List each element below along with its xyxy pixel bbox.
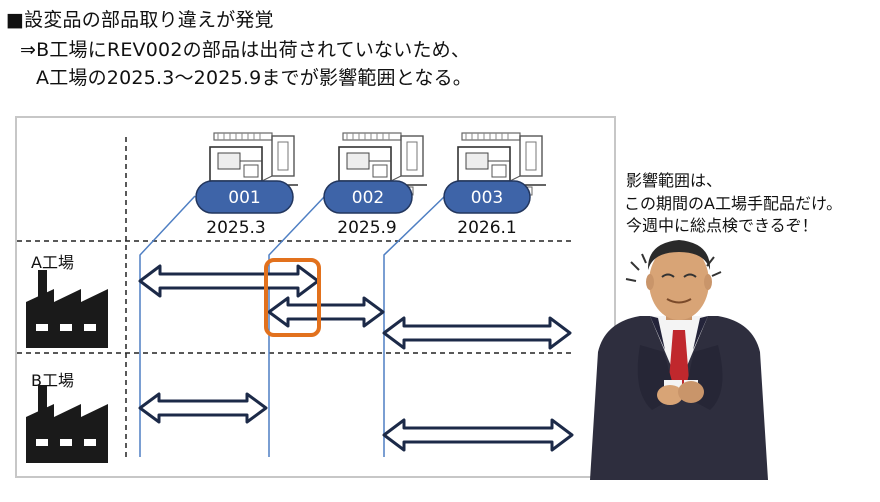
header-line-1: ■設変品の部品取り違えが発覚 (6, 9, 274, 31)
revision-date-001: 2025.3 (206, 218, 265, 238)
revision-label-002: 002 (352, 188, 384, 208)
speech-line-3: 今週中に総点検できるぞ！ (626, 216, 818, 235)
revision-date-002: 2025.9 (337, 218, 396, 238)
businessman-illustration (590, 240, 768, 480)
factory-a-label: A工場 (31, 253, 74, 272)
factory-b-label: B工場 (31, 371, 74, 390)
timeline-line-003 (383, 195, 446, 457)
arrow-a-002-003 (267, 296, 385, 328)
revision-badge-001 (195, 180, 294, 214)
impact-range-highlight (264, 258, 321, 337)
revision-badge-003 (443, 180, 531, 214)
revision-date-003: 2026.1 (457, 218, 516, 238)
arrow-a-003-onward (382, 316, 572, 350)
arrow-b-003-onward (382, 418, 574, 452)
revision-badge-002 (323, 180, 413, 214)
header-line-3: A工場の2025.3～2025.9までが影響範囲となる。 (36, 67, 472, 89)
header-line-2: ⇒B工場にREV002の部品は出荷されていないため、 (20, 39, 471, 61)
speech-line-2: この期間のA工場手配品だけ。 (624, 194, 842, 213)
revision-label-003: 003 (471, 188, 503, 208)
diagram-panel (15, 116, 616, 478)
revision-label-001: 001 (228, 188, 260, 208)
arrow-a-001-002 (138, 264, 320, 298)
timeline-line-002 (268, 195, 326, 457)
timeline-line-001 (139, 195, 196, 457)
factory-b-icon (26, 385, 108, 463)
arrow-b-001-002 (138, 392, 268, 424)
factory-a-icon (26, 270, 108, 348)
speech-line-1: 影響範囲は、 (626, 171, 722, 190)
